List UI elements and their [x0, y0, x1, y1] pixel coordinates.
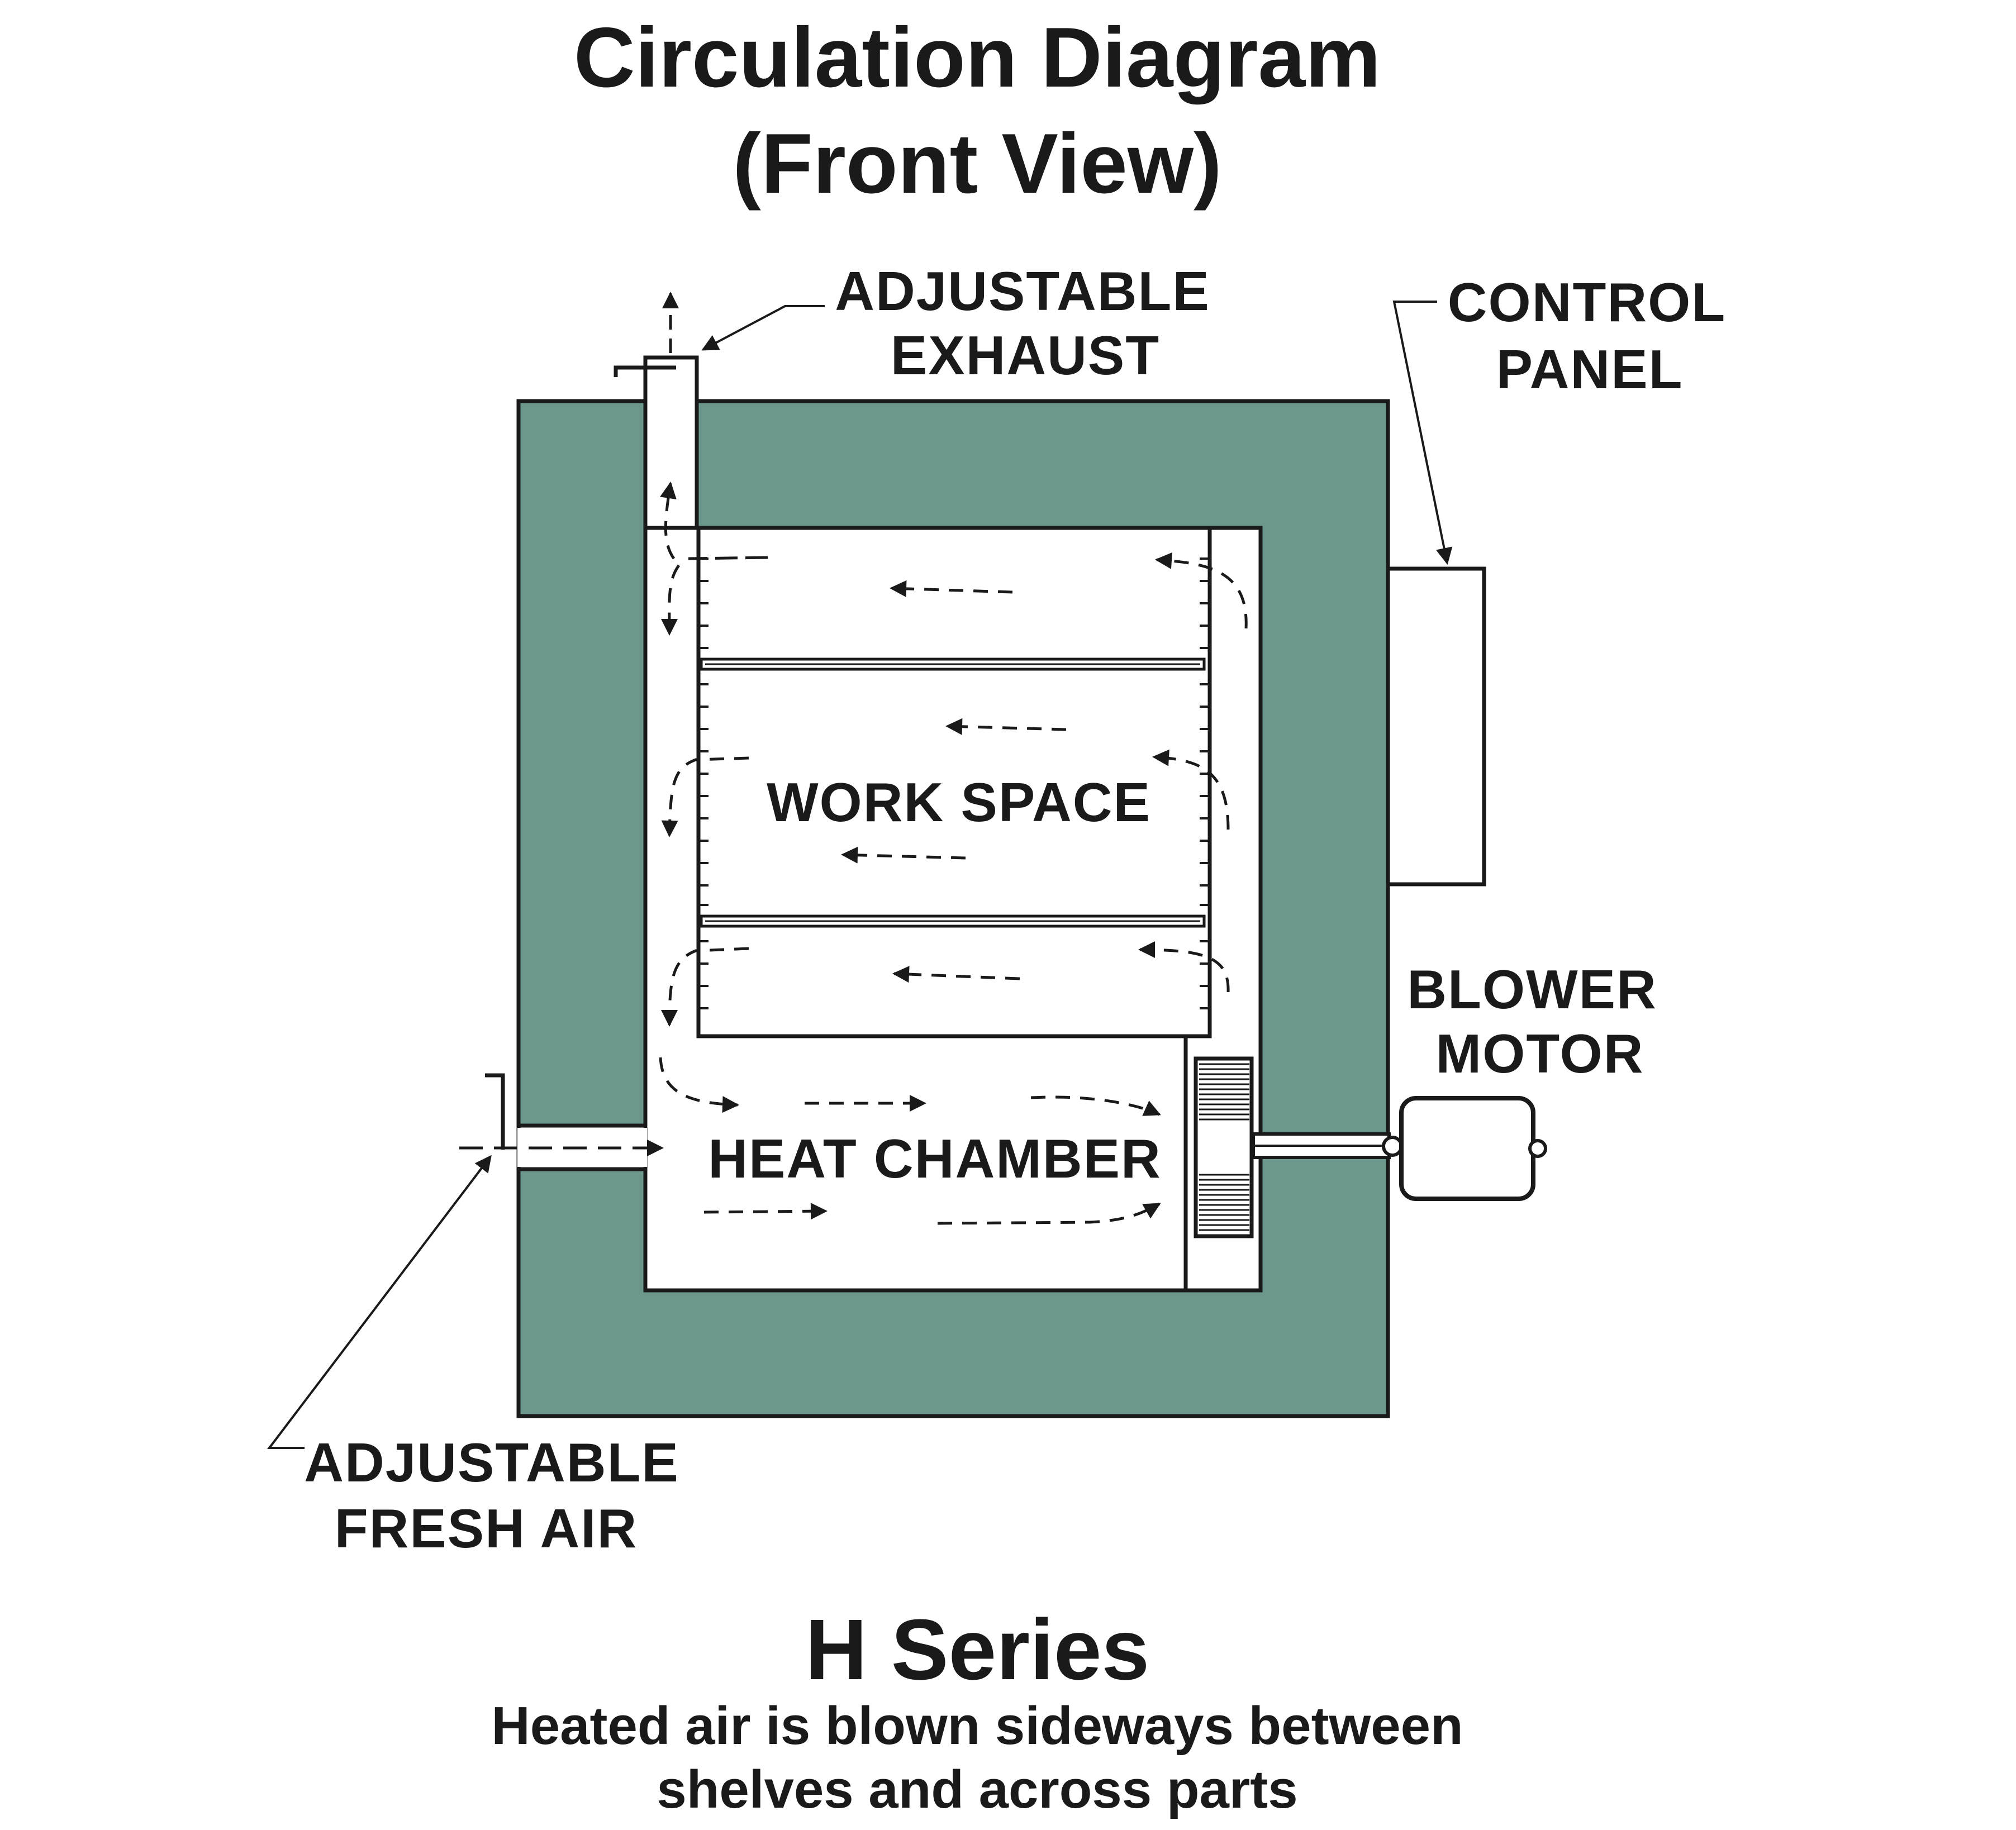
airflow-arrow [890, 580, 1013, 597]
airflow-arrow [937, 1202, 1161, 1225]
airflow-arrow [661, 756, 749, 837]
work-space-chamber [696, 526, 1212, 1038]
airflow-arrow [660, 564, 681, 636]
blower-motor-label-line2: MOTOR [1436, 1023, 1644, 1084]
airflow-arrow [1138, 941, 1230, 993]
airflow-arrow [1152, 749, 1230, 830]
fresh-air-leader [267, 1155, 492, 1449]
airflow-arrow [841, 846, 966, 864]
shelf-upper [700, 657, 1206, 671]
caption-line2: shelves and across parts [657, 1760, 1297, 1819]
airflow-arrow [945, 718, 1067, 735]
airflow-arrow [661, 947, 749, 1027]
exhaust-damper [614, 292, 679, 377]
exhaust-duct [643, 355, 699, 530]
fresh-air-label-line2: FRESH AIR [335, 1498, 638, 1559]
control-panel-label-line1: CONTROL [1448, 271, 1727, 333]
exhaust-label-line1: ADJUSTABLE [835, 260, 1210, 322]
airflow-arrow [892, 966, 1020, 983]
control-panel [1386, 566, 1486, 887]
leader-lines [267, 301, 1453, 1449]
control-panel-label-line2: PANEL [1496, 339, 1684, 400]
diagram-subtitle: (Front View) [733, 116, 1221, 211]
airflow-arrow [1155, 552, 1248, 629]
shelves [700, 657, 1206, 928]
fresh-air-damper [459, 1073, 664, 1156]
blower-motor-label-line1: BLOWER [1407, 959, 1657, 1020]
airflow-arrow [1030, 1095, 1161, 1116]
heat-chamber-label: HEAT CHAMBER [708, 1128, 1162, 1189]
airflow-arrow [659, 1057, 739, 1113]
blower-motor [1399, 1096, 1535, 1201]
exhaust-leader [701, 305, 825, 351]
airflow-arrow [660, 482, 677, 560]
airflow-arrow [703, 1203, 828, 1220]
caption-line1: Heated air is blown sideways between [491, 1696, 1463, 1756]
diagram-title: Circulation Diagram [574, 10, 1381, 105]
blower-assembly [1194, 1056, 1547, 1238]
shelf-lower [700, 914, 1206, 928]
blower-wheel [1194, 1056, 1254, 1238]
exhaust-label-line2: EXHAUST [891, 325, 1160, 386]
oven-interior [517, 355, 1263, 1293]
blower-fins [1199, 1063, 1249, 1231]
airflow-arrow [688, 556, 768, 560]
fresh-air-label-line1: ADJUSTABLE [304, 1432, 679, 1493]
work-space-label: WORK SPACE [767, 771, 1151, 833]
airflow-arrows [659, 482, 1248, 1225]
series-title: H Series [805, 1602, 1149, 1698]
control-panel-leader [1392, 301, 1453, 565]
